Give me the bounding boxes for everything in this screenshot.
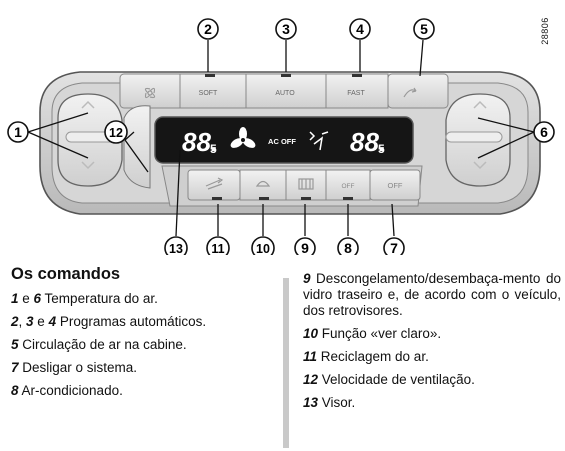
left-column: Os comandos 1 e 6 Temperatura do ar. 2, …: [11, 266, 276, 406]
svg-text:1: 1: [14, 124, 22, 140]
off-button: [369, 169, 421, 201]
rear-window-icon: [298, 178, 314, 190]
ac-off-button-label: OFF: [342, 183, 355, 190]
callout-4: 4: [349, 18, 371, 40]
list-item: 11 Reciclagem do ar.: [303, 349, 429, 364]
svg-text:13: 13: [169, 242, 183, 255]
air-circulation-icon: [403, 87, 417, 98]
control-panel-illustration: SOFT AUTO FAST 88. 5 AC OFF 88. 5 OFF OF…: [7, 18, 555, 260]
fan-icon: [144, 87, 156, 99]
recycle-button: [187, 169, 241, 201]
display-temp-left: 88.: [182, 127, 218, 157]
svg-text:5: 5: [378, 142, 385, 156]
svg-text:5: 5: [210, 142, 217, 156]
clear-view-button: [239, 169, 287, 201]
soft-button: [179, 73, 247, 109]
auto-label: AUTO: [275, 90, 295, 97]
callout-10: 10: [251, 236, 275, 260]
display-screen: [154, 116, 414, 164]
svg-text:11: 11: [211, 242, 224, 255]
svg-text:8: 8: [344, 240, 352, 255]
callout-13: 13: [164, 236, 188, 260]
callout-11: 11: [206, 236, 230, 260]
windshield-icon: [255, 180, 271, 187]
chevron-up-icon: [81, 100, 95, 109]
callout-9: 9: [294, 237, 316, 259]
leader-lines: [27, 39, 535, 237]
svg-text:12: 12: [109, 126, 123, 140]
list-item: 5 Circulação de ar na cabine.: [11, 337, 187, 352]
list-item: 7 Desligar o sistema.: [11, 360, 138, 375]
svg-text:6: 6: [540, 124, 548, 140]
list-item: 9 Descongelamento/desembaça-mento do vid…: [303, 271, 561, 318]
fan-icon: [230, 127, 256, 148]
list-item: 2, 3 e 4 Programas automáticos.: [11, 314, 207, 329]
chevron-up-icon: [473, 100, 487, 109]
callout-5: 5: [413, 18, 435, 40]
callout-3: 3: [275, 18, 297, 40]
list-item: 13 Visor.: [303, 395, 356, 410]
callout-7: 7: [383, 237, 405, 259]
svg-text:5: 5: [420, 21, 428, 37]
list-item: 1 e 6 Temperatura do ar.: [11, 291, 158, 306]
climate-control-figure: SOFT AUTO FAST 88. 5 AC OFF 88. 5 OFF OF…: [7, 17, 555, 260]
svg-text:3: 3: [282, 21, 290, 37]
list-item: 10 Função «ver claro».: [303, 326, 442, 341]
chevron-down-icon: [81, 161, 95, 170]
svg-text:4: 4: [356, 21, 364, 37]
recirculation-top-button: [387, 73, 449, 109]
svg-text:7: 7: [390, 240, 398, 255]
display-temp-right: 88.: [350, 127, 386, 157]
callout-2: 2: [197, 18, 219, 40]
fast-label: FAST: [347, 90, 365, 97]
svg-text:9: 9: [301, 240, 309, 255]
svg-text:10: 10: [256, 242, 270, 255]
svg-text:2: 2: [204, 21, 212, 37]
callout-12: 12: [104, 120, 128, 144]
list-item: 8 Ar-condicionado.: [11, 383, 123, 398]
ac-button: [325, 169, 371, 201]
off-button-label: OFF: [388, 181, 403, 190]
callout-8: 8: [337, 237, 359, 259]
column-divider: [283, 278, 289, 448]
callout-6: 6: [533, 121, 555, 143]
recirculation-icon: [205, 177, 224, 190]
soft-label: SOFT: [199, 90, 218, 97]
seat-airflow-icon: [309, 131, 329, 151]
callout-1: 1: [7, 121, 29, 143]
ac-off-indicator: AC OFF: [268, 137, 296, 146]
figure-reference-code: 28806: [540, 17, 550, 45]
section-heading: Os comandos: [11, 265, 121, 283]
right-column: 9 Descongelamento/desembaça-mento do vid…: [303, 271, 561, 418]
chevron-down-icon: [473, 161, 487, 170]
list-item: 12 Velocidade de ventilação.: [303, 372, 475, 387]
